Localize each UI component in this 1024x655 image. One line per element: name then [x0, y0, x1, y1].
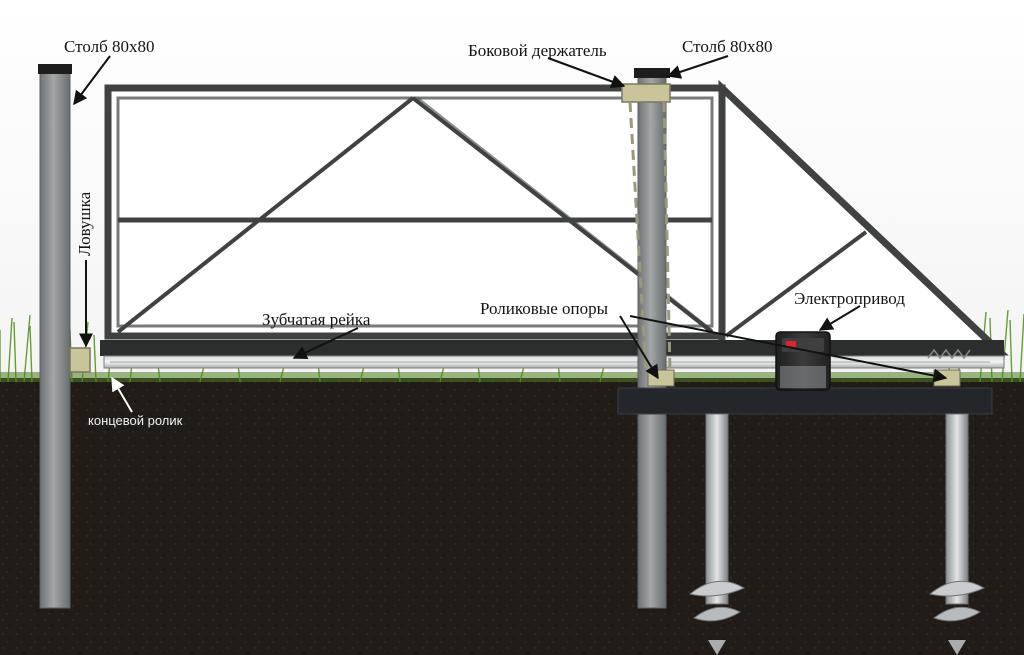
side-holder-label: Боковой держатель: [468, 41, 607, 60]
roller-supports-label: Роликовые опоры: [480, 299, 609, 318]
soil-ground: [0, 378, 1024, 655]
roller-support-front: [647, 369, 675, 387]
right-post-label: Столб 80x80: [682, 37, 773, 56]
foundation-platform: [617, 387, 993, 415]
side-holder: [621, 83, 671, 103]
catcher-label: Ловушка: [75, 191, 94, 256]
screw-pile-left: [688, 413, 746, 655]
catcher: [69, 347, 91, 373]
leader-arrows: [73, 55, 948, 383]
gate-frame: [104, 79, 1009, 356]
right-post: [637, 73, 667, 609]
grass-base: [0, 372, 1024, 382]
toothed-rack-label: Зубчатая рейка: [262, 310, 371, 329]
end-roller-arrow: [111, 376, 133, 413]
left-post-cap: [38, 64, 72, 74]
electric-drive: [775, 331, 831, 391]
end-roller-label: концевой ролик: [88, 413, 183, 428]
left-post-label: Столб 80x80: [64, 37, 155, 56]
roller-support-rear: [933, 369, 961, 387]
left-post: [39, 67, 71, 609]
screw-pile-right: [928, 413, 986, 655]
right-post-cap: [634, 68, 670, 78]
rear-roller: [927, 348, 971, 360]
bottom-channel: [100, 340, 1004, 356]
holder-guides: [628, 101, 672, 373]
electric-drive-label: Электропривод: [794, 289, 905, 308]
